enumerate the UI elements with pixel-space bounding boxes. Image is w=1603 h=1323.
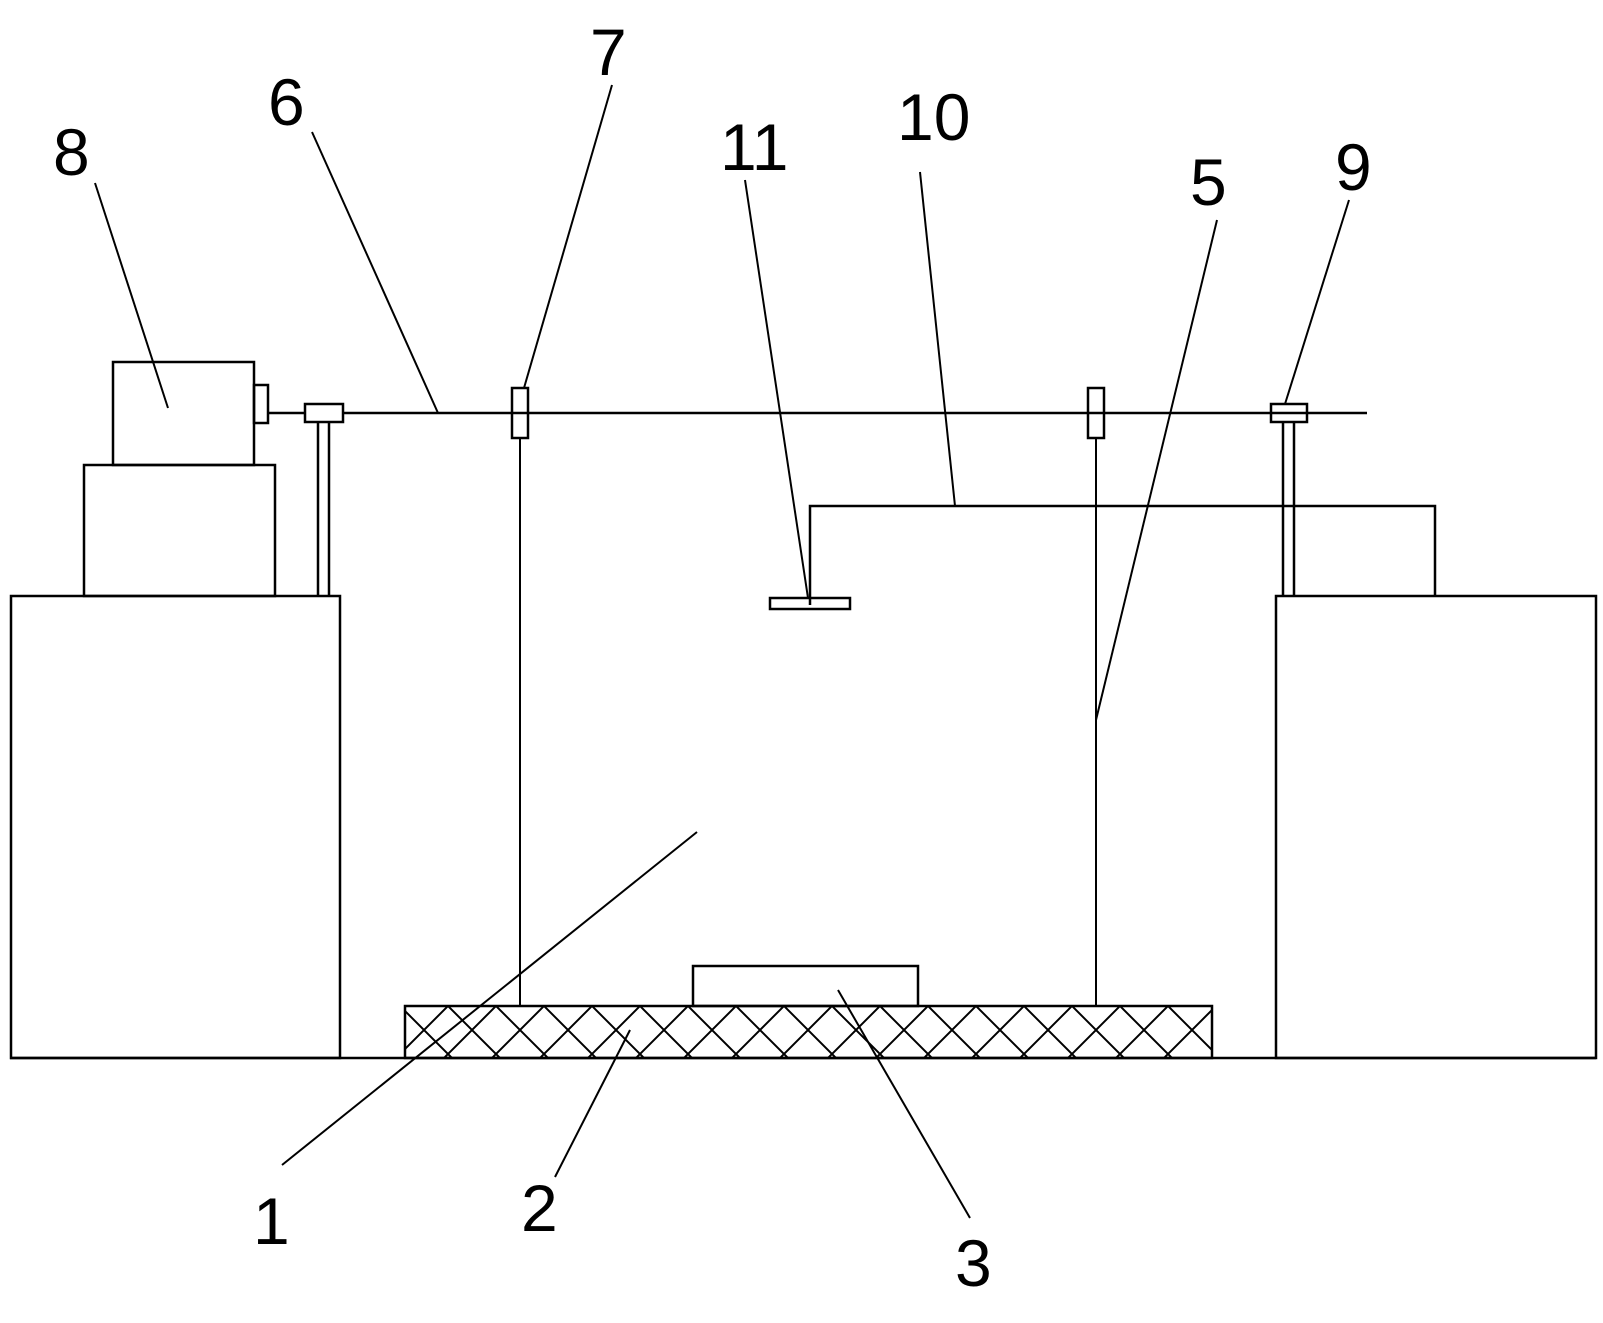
leader-9 — [1284, 199, 1350, 405]
platform-2 — [403, 1004, 1214, 1060]
label-10: 10 — [897, 80, 970, 154]
leader-2 — [554, 1029, 631, 1178]
right-cabinet — [1274, 594, 1598, 1060]
label-7: 7 — [590, 15, 627, 89]
workpiece-3 — [691, 964, 920, 1008]
leader-1 — [281, 831, 698, 1166]
label-6: 6 — [268, 65, 305, 139]
head-11 — [768, 596, 852, 611]
leader-3 — [837, 989, 971, 1219]
leader-5 — [1095, 219, 1218, 721]
leader-6 — [311, 131, 439, 414]
leader-10 — [919, 171, 956, 507]
arm-10 — [808, 504, 1437, 605]
label-1: 1 — [253, 1184, 290, 1258]
label-2: 2 — [521, 1171, 558, 1245]
label-9: 9 — [1335, 130, 1372, 204]
leader-8 — [94, 182, 169, 409]
label-5: 5 — [1190, 145, 1227, 219]
left-cabinet — [9, 594, 342, 1060]
left-bearing-block — [303, 402, 345, 424]
label-8: 8 — [53, 115, 90, 189]
right-bearing-block-9 — [1269, 402, 1309, 424]
label-11: 11 — [720, 110, 789, 184]
label-3: 3 — [955, 1226, 992, 1300]
leader-7 — [523, 84, 613, 389]
motor-8 — [111, 360, 256, 467]
leader-11 — [744, 179, 809, 599]
motor-base — [82, 463, 277, 598]
motor-shaft-coupler — [252, 383, 270, 425]
